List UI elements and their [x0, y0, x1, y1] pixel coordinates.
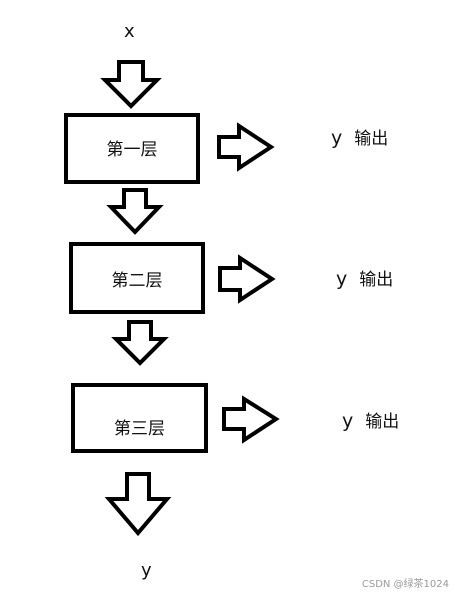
right-arrow-icon: [222, 395, 280, 444]
layer-box-3-label: 第三层: [114, 419, 165, 439]
layer-box-2-label: 第二层: [111, 271, 163, 291]
right-arrow-icon: [218, 254, 276, 304]
layer-2-output-text: 输出: [359, 270, 394, 290]
layer-box-2: 第二层: [69, 242, 205, 314]
input-label: x: [124, 21, 135, 42]
final-output-label: y: [141, 560, 152, 581]
watermark: CSDN @绿茶1024: [361, 579, 449, 590]
layer-box-1: 第一层: [64, 113, 200, 184]
layer-1-output-var: y: [331, 127, 343, 149]
layer-3-output-var: y: [342, 410, 354, 432]
layer-2-output: y 输出: [336, 270, 393, 289]
right-arrow-icon: [217, 122, 275, 172]
down-arrow-icon: [104, 472, 172, 537]
down-arrow-icon: [100, 60, 162, 109]
layer-1-output-text: 输出: [354, 129, 389, 149]
layer-3-output: y 输出: [342, 412, 399, 431]
layer-box-1-label: 第一层: [106, 140, 158, 160]
down-arrow-icon: [106, 188, 164, 235]
down-arrow-icon: [111, 320, 169, 366]
layer-box-3: 第三层: [71, 383, 208, 453]
layer-1-output: y 输出: [331, 129, 388, 148]
layer-2-output-var: y: [336, 268, 348, 290]
layer-3-output-text: 输出: [365, 412, 400, 432]
